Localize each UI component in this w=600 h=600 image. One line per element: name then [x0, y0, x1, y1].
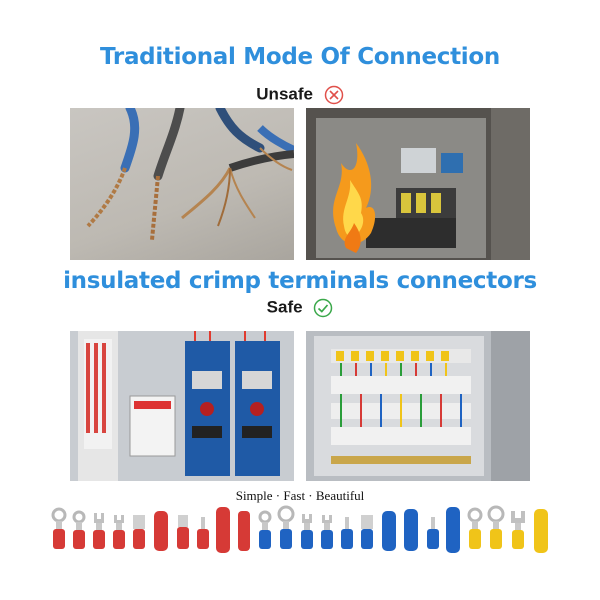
blue-spade-terminal: [361, 515, 373, 549]
blue-bullet-terminal: [382, 511, 396, 551]
blue-fork-terminal: [301, 514, 313, 549]
red-bullet-terminal: [238, 511, 250, 551]
cross-circle-icon: [324, 85, 343, 104]
twisted-wires-photo: [70, 108, 294, 260]
tagline: Simple · Fast · Beautiful: [235, 488, 365, 503]
yellow-ring-terminal: [467, 507, 483, 549]
organized-cabinet-photo-right: [306, 331, 530, 481]
crimp-terminals-row: [51, 505, 548, 553]
yellow-ring-terminal: [487, 505, 505, 549]
check-circle-icon: [314, 298, 333, 317]
blue-butt-terminal: [446, 507, 460, 553]
safe-status: Safe: [0, 297, 600, 318]
red-spade-terminal: [133, 515, 145, 549]
red-pin-terminal: [197, 517, 209, 549]
organized-cabinet-photo-left: [70, 331, 294, 481]
unsafe-label: Unsafe: [256, 84, 313, 104]
red-fork-terminal: [113, 515, 125, 549]
blue-ring-terminal: [277, 505, 295, 549]
section-title-crimp-terminals: insulated crimp terminals connectors: [63, 268, 537, 294]
blue-pin-terminal: [341, 517, 353, 549]
safe-label: Safe: [266, 297, 303, 317]
red-ring-terminal: [51, 507, 67, 549]
blue-butt-terminal: [404, 509, 418, 551]
blue-ring-terminal: [258, 510, 272, 549]
red-bullet-terminal: [154, 511, 168, 551]
section-title-traditional: Traditional Mode Of Connection: [100, 44, 500, 70]
red-butt-terminal: [216, 507, 230, 553]
yellow-butt-terminal: [534, 509, 548, 553]
red-spade-terminal: [177, 515, 189, 549]
blue-fork-terminal: [321, 515, 333, 549]
unsafe-status: Unsafe: [0, 84, 600, 105]
blue-pin-terminal: [427, 517, 439, 549]
red-fork-terminal: [93, 513, 105, 549]
burning-panel-photo: [306, 108, 530, 260]
red-ring-terminal: [72, 510, 86, 549]
yellow-fork-terminal: [511, 511, 525, 549]
